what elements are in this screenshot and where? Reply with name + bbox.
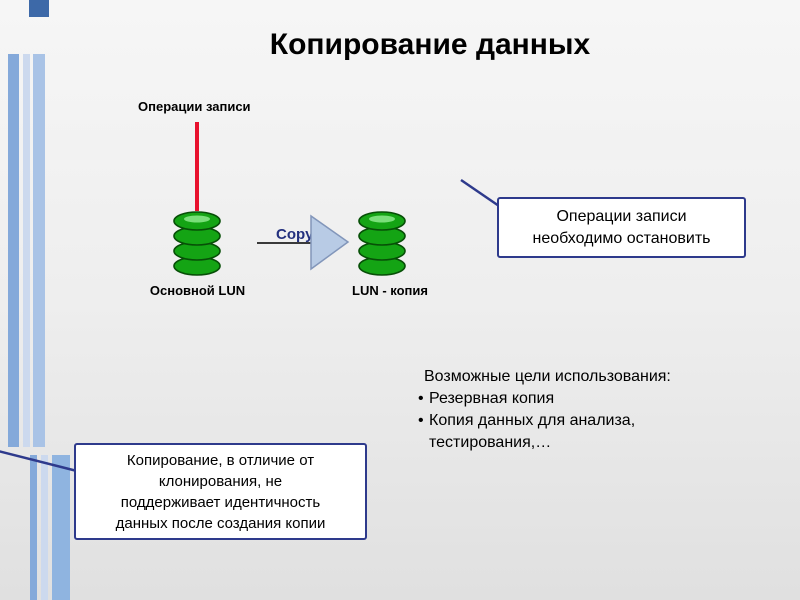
copy-arrow-label: Copy	[276, 226, 314, 243]
left-stripe-lower	[30, 455, 37, 600]
database-icon	[173, 211, 221, 276]
copy-arrow-head-icon	[310, 214, 350, 271]
uses-item: Резервная копия	[418, 388, 641, 410]
write-ops-label: Операции записи	[138, 99, 251, 114]
copy-lun-label: LUN - копия	[352, 283, 428, 298]
left-stripe	[23, 54, 30, 447]
callout-copy-vs-clone: Копирование, в отличие от клонирования, …	[74, 443, 367, 540]
primary-lun-label: Основной LUN	[149, 283, 246, 298]
uses-item: Копия данных для анализа, тестирования,…	[418, 410, 641, 454]
write-ops-red-line	[195, 122, 199, 211]
database-icon	[358, 211, 406, 276]
uses-block: Возможные цели использования: Резервная …	[418, 366, 698, 454]
left-stripe	[8, 54, 19, 447]
deco-square	[29, 0, 49, 17]
primary-lun-icon	[172, 209, 222, 277]
uses-title: Возможные цели использования:	[424, 368, 671, 385]
left-stripe	[33, 54, 45, 447]
slide-title: Копирование данных	[269, 28, 591, 61]
connector-stop-writes	[460, 178, 500, 208]
callout-stop-writes: Операции записи необходимо остановить	[497, 197, 746, 258]
left-stripe-lower	[41, 455, 48, 600]
left-stripe-lower	[52, 455, 70, 600]
copy-lun-icon	[357, 209, 407, 277]
